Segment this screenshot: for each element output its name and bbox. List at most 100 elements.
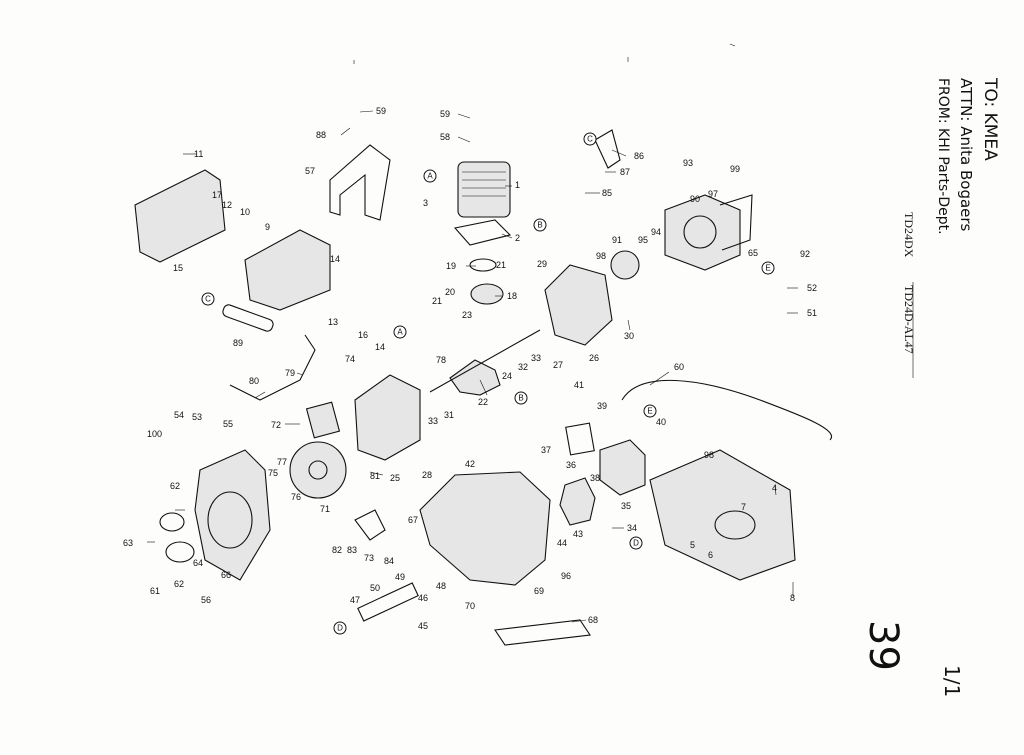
svg-text:C: C	[205, 295, 211, 304]
label-61: 61	[150, 586, 160, 596]
pump-shape	[354, 509, 386, 541]
label-49: 49	[395, 572, 405, 582]
model-code-2: TD24D-AL47	[902, 285, 916, 354]
label-83: 83	[347, 545, 357, 555]
label-33: 33	[531, 353, 541, 363]
label-36: 36	[566, 460, 576, 470]
fax-header: TO: KMEA ATTN: Anita Bogaers FROM: KHI P…	[935, 77, 1000, 235]
label-70: 70	[465, 601, 475, 611]
model-codes: TD24DX TD24D-AL47	[902, 212, 916, 378]
page-mark: 39 1/1	[860, 620, 964, 697]
label-10: 10	[240, 207, 250, 217]
label-5: 5	[690, 540, 695, 550]
label-67: 67	[408, 515, 418, 525]
label-64: 64	[193, 558, 203, 568]
label-4: 4	[772, 483, 777, 493]
flywheel-shape	[289, 441, 347, 499]
callout-d-marker	[629, 536, 643, 550]
label-73: 73	[364, 553, 374, 563]
label-26: 26	[589, 353, 599, 363]
label-41: 41	[574, 380, 584, 390]
callout-markers: A B C E C A B E D D	[201, 132, 775, 635]
label-57: 57	[305, 166, 315, 176]
label-77: 77	[277, 457, 287, 467]
label-33b: 33	[428, 416, 438, 426]
label-75: 75	[268, 468, 278, 478]
label-18: 18	[507, 291, 517, 301]
label-37: 37	[541, 445, 551, 455]
label-35: 35	[621, 501, 631, 511]
label-17: 17	[212, 190, 222, 200]
label-24: 24	[502, 371, 512, 381]
label-25: 25	[390, 473, 400, 483]
support-bracket-shape	[494, 619, 591, 646]
label-58: 58	[440, 132, 450, 142]
page-fraction: 1/1	[940, 665, 964, 697]
clutch-shape	[559, 477, 596, 526]
recoil-part-2-shape	[165, 541, 195, 563]
gasket-shape	[453, 219, 512, 246]
pulley-shape	[610, 250, 640, 280]
label-23: 23	[462, 310, 472, 320]
callout-c-marker	[583, 132, 597, 146]
label-42: 42	[465, 459, 475, 469]
label-59b: 59	[440, 109, 450, 119]
cylinder-shape	[457, 161, 511, 218]
label-95: 95	[638, 235, 648, 245]
label-86: 86	[634, 151, 644, 161]
label-38: 38	[590, 473, 600, 483]
margin-marks	[353, 43, 736, 64]
label-50: 50	[370, 583, 380, 593]
label-80: 80	[249, 376, 259, 386]
label-21: 21	[496, 260, 506, 270]
label-100: 100	[147, 429, 162, 439]
svg-text:C: C	[587, 135, 593, 144]
tube-shape	[222, 304, 274, 332]
air-cleaner-shape	[649, 449, 796, 581]
label-52: 52	[807, 283, 817, 293]
fax-to: TO: KMEA	[980, 77, 1000, 161]
ignition-coil-shape	[305, 401, 341, 439]
ring-shape	[469, 258, 497, 272]
crankcase-shape	[544, 264, 613, 346]
label-31: 31	[444, 410, 454, 420]
label-34: 34	[627, 523, 637, 533]
plug-cord-shape	[229, 334, 316, 401]
label-76: 76	[291, 492, 301, 502]
fax-attn: ATTN: Anita Bogaers	[957, 78, 975, 232]
model-code-1: TD24DX	[902, 212, 916, 258]
label-53: 53	[192, 412, 202, 422]
label-1: 1	[515, 180, 520, 190]
page-number: 39	[860, 620, 906, 671]
label-59: 59	[376, 106, 386, 116]
callout-e-marker	[761, 261, 775, 275]
svg-text:B: B	[518, 394, 523, 403]
label-98: 98	[596, 251, 606, 261]
label-79: 79	[285, 368, 295, 378]
label-2: 2	[515, 233, 520, 243]
fuel-tank-shape	[419, 471, 551, 586]
label-97: 97	[708, 189, 718, 199]
label-69: 69	[534, 586, 544, 596]
label-22: 22	[478, 397, 488, 407]
piston-shape	[470, 283, 504, 305]
label-66: 66	[221, 570, 231, 580]
label-82: 82	[332, 545, 342, 555]
svg-text:D: D	[337, 624, 343, 633]
label-65: 65	[748, 248, 758, 258]
label-7: 7	[741, 502, 746, 512]
label-56: 56	[201, 595, 211, 605]
label-85: 85	[602, 188, 612, 198]
label-9: 9	[265, 222, 270, 232]
crankshaft-shape	[449, 359, 501, 396]
fan-housing-shape	[194, 449, 271, 581]
label-8: 8	[790, 593, 795, 603]
label-13: 13	[328, 317, 338, 327]
label-90: 90	[690, 194, 700, 204]
svg-text:A: A	[397, 328, 403, 337]
bracket-shape	[329, 144, 391, 221]
label-19: 19	[446, 261, 456, 271]
label-93: 93	[683, 158, 693, 168]
callout-c-2-marker	[201, 292, 215, 306]
